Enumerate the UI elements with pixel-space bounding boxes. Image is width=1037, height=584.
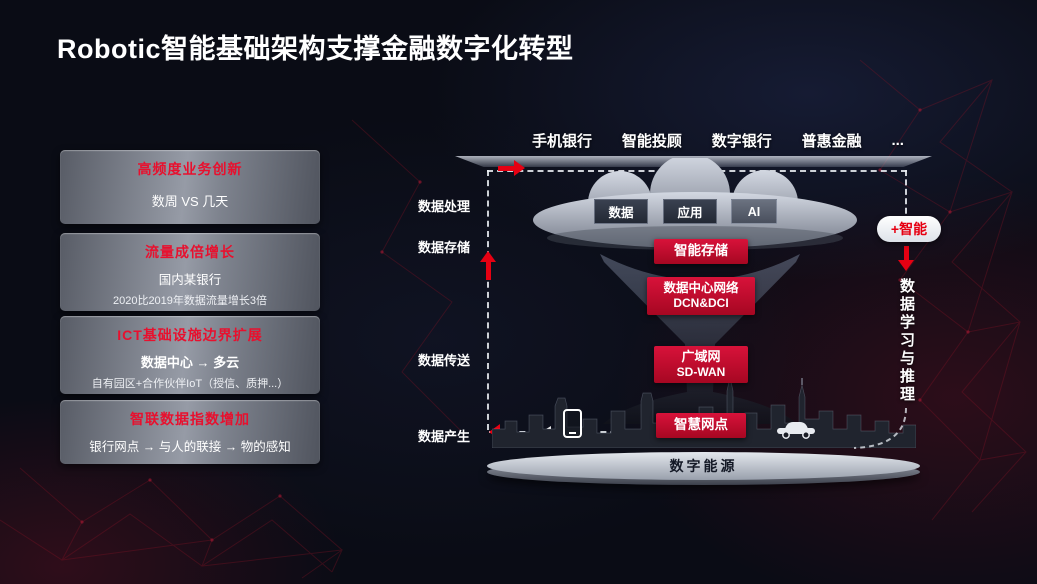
- layer-label: 数据中心网络: [663, 280, 739, 295]
- layer-sublabel: DCN&DCI: [673, 296, 729, 311]
- return-arc-line: [853, 407, 907, 449]
- flow-arrow-right-icon: [498, 166, 514, 171]
- panel-header: 高频度业务创新: [137, 161, 243, 177]
- stage-label-data-processing: 数据处理: [417, 199, 470, 214]
- cloud-box-data: 数据: [594, 199, 648, 224]
- layer-label: 智慧网点: [674, 417, 728, 433]
- layer-wan: 广域网 SD-WAN: [654, 346, 748, 383]
- layer-sublabel: SD-WAN: [676, 365, 726, 380]
- panel-header: 流量成倍增长: [145, 244, 235, 260]
- layer-intelligent-storage: 智能存储: [654, 239, 748, 264]
- panel-header: 智联数据指数增加: [130, 411, 250, 427]
- learning-inference-vertical-label: 数据学习与推理: [898, 278, 915, 404]
- car-icon: [777, 422, 815, 439]
- layer-label: 广域网: [681, 348, 721, 364]
- panel-line: 数周 VS 几天: [151, 194, 229, 209]
- app-label-mobile-banking: 手机银行: [532, 133, 593, 150]
- panel-header: ICT基础设施边界扩展: [117, 327, 263, 343]
- panel-traffic-growth: 流量成倍增长 国内某银行 2020比2019年数据流量增长3倍: [60, 233, 320, 311]
- plus-intelligence-badge: +智能: [877, 216, 941, 242]
- app-label-inclusive-finance: 普惠金融: [801, 133, 862, 150]
- energy-platform-top: 数字能源: [487, 452, 920, 480]
- cloud-box-app: 应用: [663, 199, 717, 224]
- panel-line: 自有园区+合作伙伴IoT（授信、质押...）: [91, 378, 289, 390]
- flow-arrow-down-head-icon: [898, 260, 914, 271]
- stage-label-data-transmission: 数据传送: [417, 353, 470, 368]
- flow-line-right: [905, 170, 907, 242]
- energy-platform: 数字能源: [487, 452, 920, 486]
- app-labels-row: 手机银行 智能投顾 数字银行 普惠金融 ...: [532, 130, 904, 151]
- slide-title: Robotic智能基础架构支撑金融数字化转型: [57, 34, 574, 64]
- app-label-robo-advisor: 智能投顾: [621, 133, 682, 150]
- panel-line: 银行网点 → 与人的联接 → 物的感知: [89, 440, 291, 454]
- phone-icon: [563, 409, 582, 438]
- layer-smart-branch: 智慧网点: [656, 413, 746, 438]
- flow-arrow-down-icon: [904, 246, 909, 260]
- app-label-ellipsis: ...: [891, 132, 904, 149]
- panel-connected-data: 智联数据指数增加 银行网点 → 与人的联接 → 物的感知: [60, 400, 320, 464]
- flow-arrow-up-head-icon: [480, 251, 496, 262]
- stage-label-data-generation: 数据产生: [417, 429, 470, 444]
- cloud-box-ai: AI: [731, 199, 777, 224]
- panel-line: 国内某银行: [158, 273, 222, 287]
- layer-dc-network: 数据中心网络 DCN&DCI: [647, 277, 755, 315]
- energy-label: 数字能源: [669, 458, 738, 474]
- stage-label-data-storage: 数据存储: [417, 240, 470, 255]
- flow-arrow-up-icon: [486, 262, 491, 280]
- app-label-digital-banking: 数字银行: [711, 133, 772, 150]
- flow-arrow-right-head-icon: [514, 160, 525, 176]
- flow-line-left: [487, 170, 489, 430]
- panel-ict-boundary: ICT基础设施边界扩展 数据中心 → 多云 自有园区+合作伙伴IoT（授信、质押…: [60, 316, 320, 394]
- panel-business-innovation: 高频度业务创新 数周 VS 几天: [60, 150, 320, 224]
- layer-label: 智能存储: [674, 243, 728, 259]
- panel-line: 数据中心 → 多云: [140, 355, 240, 370]
- panel-line: 2020比2019年数据流量增长3倍: [112, 295, 268, 307]
